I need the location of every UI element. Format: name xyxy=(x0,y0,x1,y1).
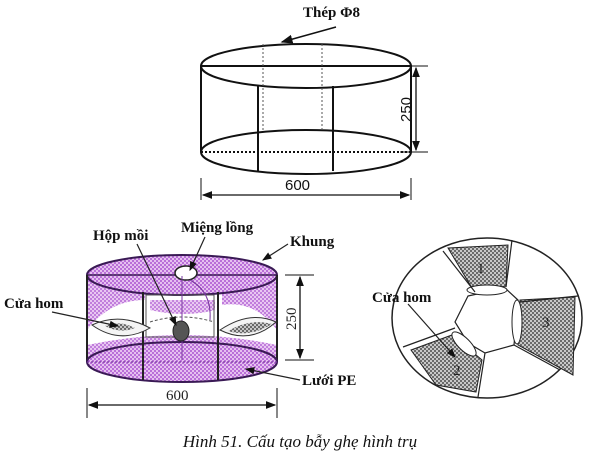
pe-net-label: Lưới PE xyxy=(302,373,356,389)
frame-width-label: 600 xyxy=(285,177,310,194)
trap-mouth-label: Miệng lồng xyxy=(181,220,254,236)
material-pointer-arrow xyxy=(280,26,337,44)
trap-width-label: 600 xyxy=(166,388,189,404)
bait-box-label: Hộp mồi xyxy=(93,228,148,244)
top-view-funnel-label: Cửa hom xyxy=(372,290,432,306)
funnel-number-1: 1 xyxy=(477,261,485,277)
frame-label: Khung xyxy=(290,234,335,250)
trap-mouth-opening xyxy=(174,265,198,281)
funnel-number-2: 2 xyxy=(453,363,461,379)
steel-material-label: Thép Φ8 xyxy=(303,5,360,21)
trap-cylinder-diagram: Hộp mồi Miệng lồng Khung Cửa hom Lưới PE… xyxy=(4,220,356,418)
figure-caption: Hình 51. Cấu tạo bẫy ghẹ hình trụ xyxy=(182,432,418,451)
frame-height-label: 250 xyxy=(398,97,415,122)
frame-cylinder-diagram: Thép Φ8 250 600 xyxy=(200,5,428,200)
funnel-entrance-label: Cửa hom xyxy=(4,296,64,312)
top-view-diagram: 1 2 3 Cửa hom xyxy=(372,237,583,399)
funnel-number-3: 3 xyxy=(542,315,550,331)
bait-box xyxy=(172,320,190,342)
trap-height-label: 250 xyxy=(284,308,300,331)
